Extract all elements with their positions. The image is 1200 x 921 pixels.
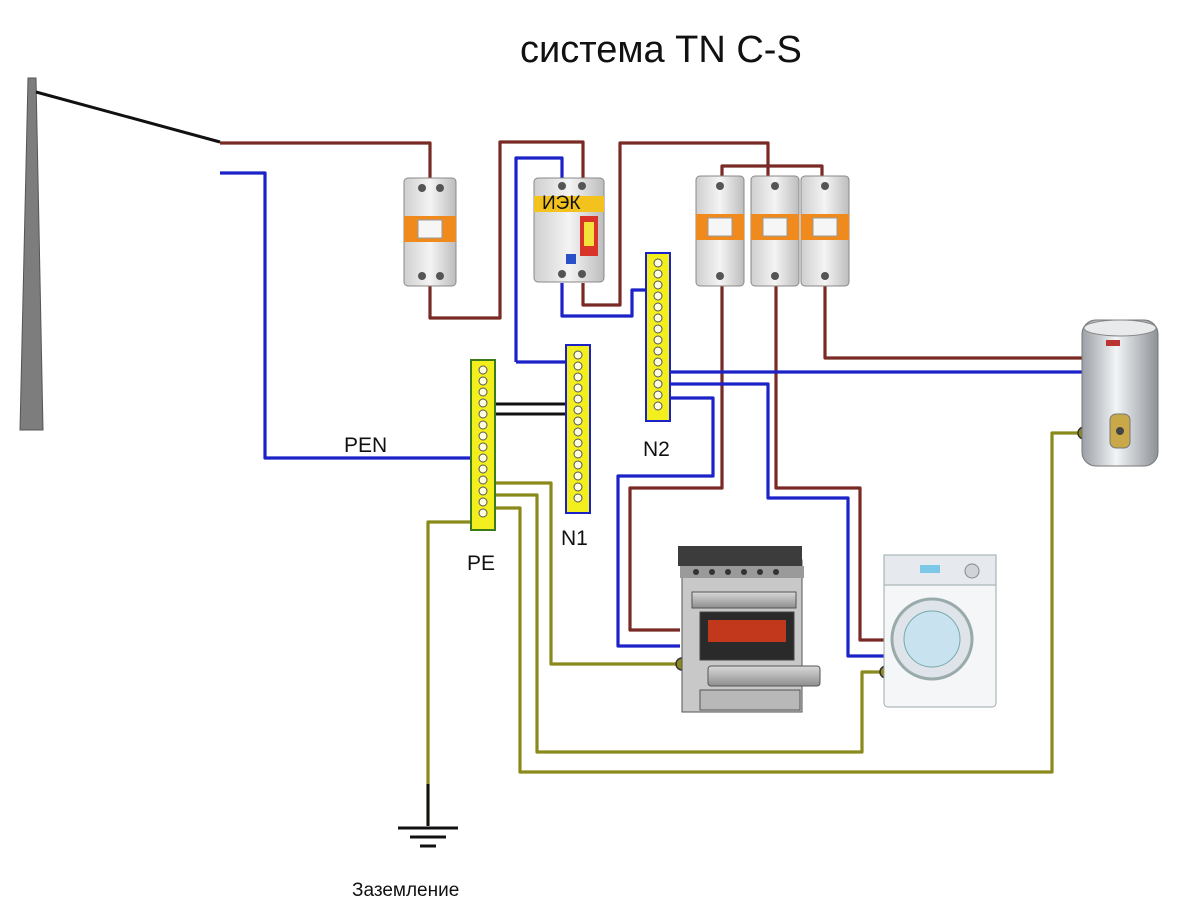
- busbar-terminal: [653, 324, 663, 334]
- busbar-terminal: [478, 475, 488, 485]
- phase-wires: [220, 140, 1082, 642]
- busbar-terminal: [573, 394, 583, 404]
- rcd-switch-icon[interactable]: ИЭК: [533, 177, 605, 283]
- busbar-terminal: [478, 442, 488, 452]
- water-heater-icon: [1081, 319, 1159, 467]
- circuit-breaker-icon[interactable]: [403, 177, 457, 287]
- busbar-terminal: [573, 449, 583, 459]
- busbar-terminal: [653, 401, 663, 411]
- busbar-terminal: [478, 387, 488, 397]
- busbar-terminal: [573, 405, 583, 415]
- busbar-terminal: [573, 471, 583, 481]
- busbar-n1: [565, 344, 591, 514]
- busbar-terminal: [478, 508, 488, 518]
- busbar-terminal: [573, 438, 583, 448]
- busbar-terminal: [573, 361, 583, 371]
- busbar-terminal: [653, 258, 663, 268]
- busbar-terminal: [653, 280, 663, 290]
- busbar-terminal: [653, 390, 663, 400]
- label-pen: PEN: [344, 434, 387, 457]
- busbar-terminal: [653, 335, 663, 345]
- busbar-terminal: [653, 346, 663, 356]
- rcd-brand-label: ИЭК: [542, 193, 580, 214]
- busbar-terminal: [478, 453, 488, 463]
- circuit-breaker-icon[interactable]: [695, 175, 745, 287]
- busbar-pe: [470, 359, 496, 531]
- utility-pole-icon: [19, 77, 221, 431]
- busbar-terminal: [653, 313, 663, 323]
- busbar-terminal: [478, 409, 488, 419]
- pen-bridge: [494, 402, 566, 416]
- gas-stove-icon: [678, 546, 821, 713]
- busbar-terminal: [478, 420, 488, 430]
- label-n2: N2: [643, 438, 670, 461]
- busbar-terminal: [478, 486, 488, 496]
- busbar-terminal: [653, 357, 663, 367]
- neutral-wires: [220, 156, 1082, 658]
- circuit-breaker-icon[interactable]: [800, 175, 850, 287]
- busbar-terminal: [478, 398, 488, 408]
- busbar-terminal: [653, 269, 663, 279]
- busbar-terminal: [653, 302, 663, 312]
- diagram-title: система TN C-S: [520, 29, 802, 71]
- busbar-terminal: [573, 372, 583, 382]
- washing-machine-icon: [883, 554, 997, 708]
- busbar-terminal: [573, 460, 583, 470]
- label-grounding: Заземление: [352, 880, 459, 901]
- busbar-terminal: [653, 368, 663, 378]
- busbar-terminal: [478, 464, 488, 474]
- busbar-terminal: [573, 416, 583, 426]
- busbar-terminal: [653, 291, 663, 301]
- busbar-terminal: [478, 365, 488, 375]
- busbar-terminal: [573, 350, 583, 360]
- earth-wires: [426, 431, 1083, 825]
- busbar-terminal: [573, 493, 583, 503]
- label-pe: PE: [467, 552, 495, 575]
- busbar-terminal: [573, 383, 583, 393]
- busbar-terminal: [478, 497, 488, 507]
- busbar-n2: [645, 252, 671, 422]
- busbar-terminal: [478, 431, 488, 441]
- label-n1: N1: [561, 527, 588, 550]
- busbar-terminal: [653, 379, 663, 389]
- busbar-terminal: [478, 376, 488, 386]
- ground-symbol-icon: [398, 784, 458, 848]
- circuit-breaker-icon[interactable]: [750, 175, 800, 287]
- busbar-terminal: [573, 482, 583, 492]
- busbar-terminal: [573, 427, 583, 437]
